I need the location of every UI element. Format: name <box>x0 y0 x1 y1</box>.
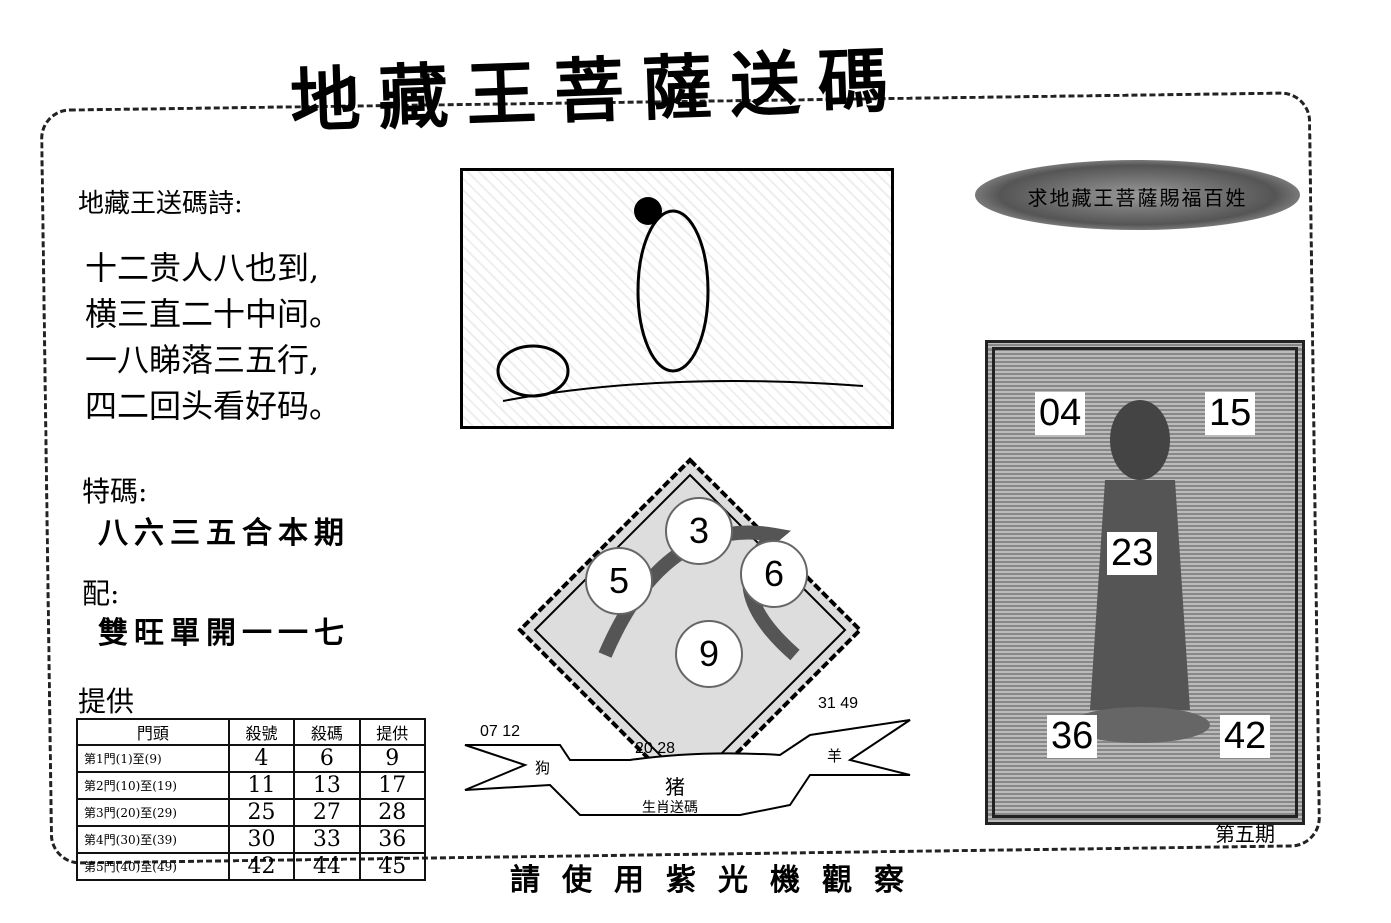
poem-line: 横三直二十中间。 <box>85 295 342 333</box>
cell: 11 <box>227 771 296 800</box>
poem-line: 十二贵人八也到, <box>85 249 320 287</box>
col-header: 殺碼 <box>293 718 361 746</box>
figure-sketch <box>496 197 864 402</box>
cell: 第5門(40)至(49) <box>76 852 230 881</box>
cell: 36 <box>358 825 427 854</box>
right-numbers: 31 49 <box>818 695 859 712</box>
cell: 45 <box>358 852 427 881</box>
cell: 第3門(20)至(29) <box>76 798 230 827</box>
cell: 33 <box>293 825 361 854</box>
cell: 27 <box>293 798 361 827</box>
cell: 第4門(30)至(39) <box>76 825 230 854</box>
zodiac-banner: 07 12 狗 20 28 猪 生肖送碼 31 49 羊 <box>460 695 915 820</box>
number-ball: 3 <box>665 497 733 565</box>
pair-label: 配: <box>82 577 120 610</box>
footer-note: 請使用紫光機觀察 <box>510 863 926 898</box>
right-animal: 羊 <box>827 747 843 765</box>
special-text: 八六三五合本期 <box>98 516 350 551</box>
pair-text: 雙旺單開一一七 <box>98 616 350 651</box>
cell: 第2門(10)至(19) <box>76 771 230 800</box>
stamp-number: 15 <box>1205 392 1256 435</box>
stamp-number: 42 <box>1220 715 1271 758</box>
cell: 44 <box>293 852 361 881</box>
cell: 30 <box>227 825 296 854</box>
number-diamond: 3 5 6 9 <box>515 455 865 805</box>
illustration-bodhisattva <box>460 168 894 429</box>
cell: 17 <box>358 771 427 800</box>
provide-label: 提供 <box>78 685 135 718</box>
banner-caption: 生肖送碼 <box>642 800 698 816</box>
special-label: 特碼: <box>82 475 148 508</box>
issue-number: 第五期 <box>1215 822 1275 846</box>
cell: 13 <box>293 771 361 800</box>
left-numbers: 07 12 <box>480 723 521 740</box>
number-ball: 9 <box>675 620 743 688</box>
cell: 6 <box>293 744 361 773</box>
stamp-number: 23 <box>1107 532 1158 575</box>
cell: 25 <box>227 798 296 827</box>
poem-heading: 地藏王送碼詩: <box>78 189 243 219</box>
number-ball: 5 <box>585 547 653 615</box>
col-header: 門頭 <box>76 718 230 746</box>
stamp-number: 04 <box>1035 392 1086 435</box>
number-ball: 6 <box>740 540 808 608</box>
cell: 第1門(1)至(9) <box>76 744 230 773</box>
cell: 4 <box>227 744 296 773</box>
cell: 42 <box>227 852 296 881</box>
cell: 28 <box>358 798 427 827</box>
left-animal: 狗 <box>535 759 551 777</box>
col-header: 殺號 <box>227 718 296 746</box>
cell: 9 <box>358 744 427 773</box>
banner-shape <box>464 719 911 816</box>
center-numbers: 20 28 <box>635 740 676 757</box>
poem-line: 四二回头看好码。 <box>85 387 342 425</box>
blessing-oval: 求地藏王菩薩賜福百姓 <box>975 160 1300 230</box>
poem-line: 一八睇落三五行, <box>85 341 320 379</box>
poem: 十二贵人八也到, 横三直二十中间。 一八睇落三五行, 四二回头看好码。 <box>85 245 341 429</box>
oval-text: 求地藏王菩薩賜福百姓 <box>1027 186 1248 210</box>
page-title: 地藏王菩薩送碼 <box>288 38 908 143</box>
stamp-number: 36 <box>1047 715 1098 758</box>
center-animal: 猪 <box>665 775 685 799</box>
buddha-stamp: 04 15 23 36 42 <box>985 340 1305 825</box>
col-header: 提供 <box>358 718 427 746</box>
table-header: 門頭 殺號 殺碼 提供 <box>76 718 427 746</box>
